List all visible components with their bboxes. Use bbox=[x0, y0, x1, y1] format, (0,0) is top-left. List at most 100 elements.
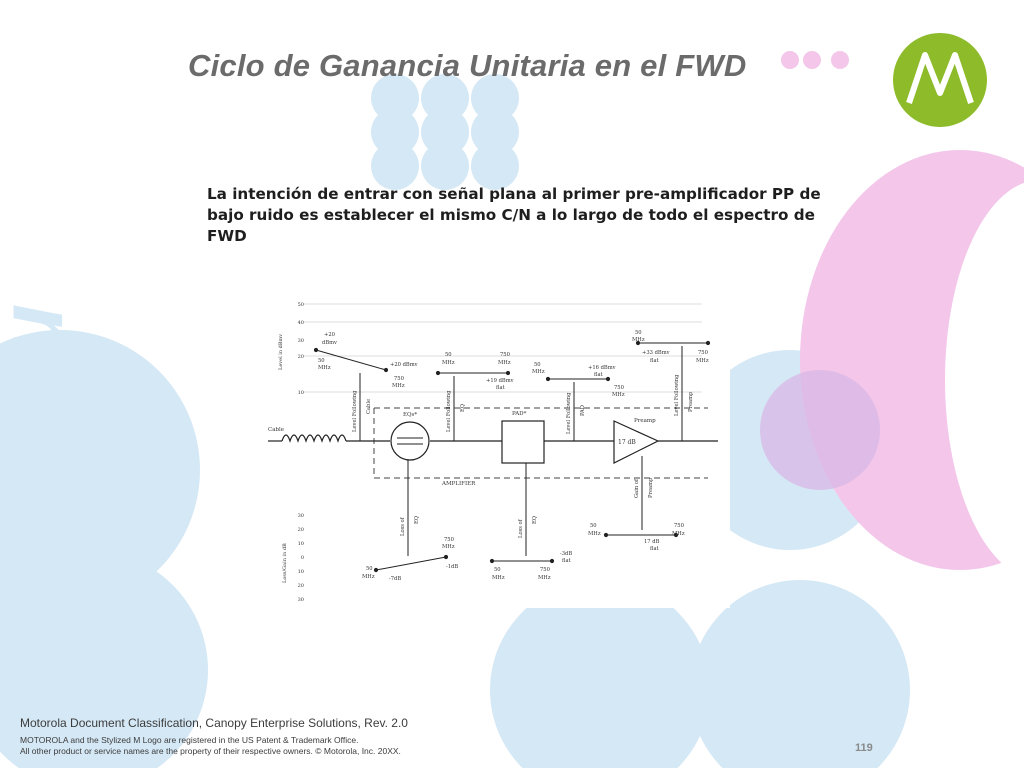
upper-axis: 50 40 30 20 10 Level in dBmv bbox=[278, 302, 702, 396]
lower-tick: 10 bbox=[298, 569, 304, 575]
upper-tick: 30 bbox=[298, 338, 304, 344]
lower-tick: 20 bbox=[298, 583, 304, 589]
svg-text:EQ: EQ bbox=[414, 516, 420, 524]
intro-paragraph: La intención de entrar con señal plana a… bbox=[207, 185, 821, 245]
lower-tick: 30 bbox=[298, 513, 304, 519]
svg-text:MHz: MHz bbox=[318, 365, 331, 371]
svg-text:MHz: MHz bbox=[588, 531, 601, 537]
footer-classification: Motorola Document Classification, Canopy… bbox=[20, 716, 408, 730]
svg-text:50: 50 bbox=[366, 566, 373, 572]
preamp-block: 17 dB Preamp bbox=[613, 418, 660, 464]
svg-text:50: 50 bbox=[590, 523, 597, 529]
lower-tick: 30 bbox=[298, 597, 304, 603]
cable-label: Cable bbox=[268, 427, 284, 433]
lower-axis-label: Loss/Gain in dB bbox=[282, 543, 288, 583]
svg-text:50: 50 bbox=[318, 358, 325, 364]
svg-text:flat: flat bbox=[562, 558, 572, 564]
svg-text:PAD: PAD bbox=[580, 405, 586, 416]
svg-text:Gain of: Gain of bbox=[634, 478, 640, 498]
amplifier-label: AMPLIFIER bbox=[441, 481, 476, 487]
lower-vertical-arrows bbox=[407, 456, 643, 556]
svg-text:EQ: EQ bbox=[532, 516, 538, 524]
upper-annotations: +20 dBmv 50 MHz +20 dBmv 750 MHz 50 MHz … bbox=[318, 330, 709, 398]
svg-text:+20 dBmv: +20 dBmv bbox=[390, 362, 418, 368]
svg-text:Cable: Cable bbox=[366, 399, 372, 414]
svg-text:+19 dBmv: +19 dBmv bbox=[486, 378, 514, 384]
svg-text:-1dB: -1dB bbox=[446, 564, 458, 570]
svg-text:flat: flat bbox=[650, 546, 660, 552]
svg-text:MHz: MHz bbox=[632, 337, 645, 343]
slide-title: Ciclo de Ganancia Unitaria en el FWD bbox=[188, 48, 747, 83]
lower-tick: 0 bbox=[301, 555, 304, 561]
preamp-label: Preamp bbox=[634, 418, 656, 424]
lower-level-lines bbox=[373, 532, 679, 573]
svg-text:MHz: MHz bbox=[498, 360, 511, 366]
svg-text:750: 750 bbox=[540, 567, 550, 573]
lower-tick: 10 bbox=[298, 541, 304, 547]
svg-text:MHz: MHz bbox=[392, 383, 405, 389]
preamp-gain-label: 17 dB bbox=[618, 439, 636, 446]
svg-text:50: 50 bbox=[534, 362, 541, 368]
pad-label: PAD* bbox=[512, 411, 527, 417]
signal-path bbox=[268, 434, 718, 443]
lower-vertical-labels: Loss of EQ Loss of EQ Gain of Preamp bbox=[400, 477, 654, 538]
svg-text:Level Following: Level Following bbox=[674, 374, 680, 416]
svg-text:-7dB: -7dB bbox=[389, 576, 401, 582]
upper-tick: 40 bbox=[298, 320, 304, 326]
svg-text:17 dB: 17 dB bbox=[644, 539, 660, 545]
svg-text:Loss of: Loss of bbox=[518, 518, 524, 538]
footer-legal: MOTOROLA and the Stylized M Logo are reg… bbox=[20, 735, 401, 756]
eq-block: EQs* bbox=[390, 412, 430, 461]
svg-text:MHz: MHz bbox=[532, 369, 545, 375]
svg-text:MHz: MHz bbox=[442, 360, 455, 366]
svg-text:50: 50 bbox=[494, 567, 501, 573]
svg-text:MHz: MHz bbox=[538, 575, 551, 581]
svg-text:+33 dBmv: +33 dBmv bbox=[642, 350, 670, 356]
svg-text:flat: flat bbox=[594, 372, 604, 378]
svg-text:+20: +20 bbox=[324, 332, 335, 338]
watermark-text: Moto4You bbox=[0, 304, 82, 745]
svg-text:50: 50 bbox=[445, 352, 452, 358]
upper-axis-label: Level in dBmv bbox=[278, 334, 284, 370]
svg-text:MHz: MHz bbox=[442, 544, 455, 550]
upper-tick: 50 bbox=[298, 302, 304, 308]
svg-text:750: 750 bbox=[698, 350, 708, 356]
svg-text:Loss of: Loss of bbox=[400, 516, 406, 536]
lower-annotations: 750 MHz 50 MHz -7dB -1dB -3dB flat 50 MH… bbox=[362, 523, 685, 582]
svg-text:MHz: MHz bbox=[492, 575, 505, 581]
upper-vertical-labels: Level Following Cable Level Following EQ… bbox=[352, 374, 694, 434]
upper-tick: 10 bbox=[298, 390, 304, 396]
footer-legal-line: MOTOROLA and the Stylized M Logo are reg… bbox=[20, 735, 359, 745]
svg-text:EQ: EQ bbox=[460, 404, 466, 412]
motorola-logo-icon bbox=[893, 33, 987, 127]
svg-text:Level Following: Level Following bbox=[566, 392, 572, 434]
lower-axis: 30 20 10 0 10 20 30 Loss/Gain in dB bbox=[282, 513, 304, 603]
svg-text:750: 750 bbox=[444, 537, 454, 543]
svg-text:Level Following: Level Following bbox=[446, 390, 452, 432]
unity-gain-diagram: 50 40 30 20 10 Level in dBmv +20 dBmv 50… bbox=[262, 298, 730, 608]
svg-text:MHz: MHz bbox=[612, 392, 625, 398]
svg-text:MHz: MHz bbox=[672, 531, 685, 537]
svg-text:-3dB: -3dB bbox=[560, 551, 572, 557]
svg-text:50: 50 bbox=[635, 330, 642, 336]
svg-text:MHz: MHz bbox=[696, 358, 709, 364]
pad-block: PAD* bbox=[501, 411, 545, 464]
svg-text:MHz: MHz bbox=[362, 574, 375, 580]
lower-tick: 20 bbox=[298, 527, 304, 533]
svg-text:750: 750 bbox=[614, 385, 624, 391]
svg-text:Level Following: Level Following bbox=[352, 390, 358, 432]
upper-tick: 20 bbox=[298, 354, 304, 360]
footer-legal-line: All other product or service names are t… bbox=[20, 745, 401, 756]
svg-text:750: 750 bbox=[500, 352, 510, 358]
svg-text:+16 dBmv: +16 dBmv bbox=[588, 365, 616, 371]
svg-text:dBmv: dBmv bbox=[322, 340, 337, 346]
svg-text:flat: flat bbox=[650, 358, 660, 364]
upper-level-lines bbox=[313, 340, 711, 382]
eq-label: EQs* bbox=[403, 412, 417, 418]
amplifier-boundary bbox=[373, 407, 708, 479]
page-number: 119 bbox=[855, 742, 873, 754]
diagram-panel bbox=[262, 298, 730, 608]
svg-text:flat: flat bbox=[496, 385, 506, 391]
svg-text:Preamp: Preamp bbox=[688, 391, 694, 412]
